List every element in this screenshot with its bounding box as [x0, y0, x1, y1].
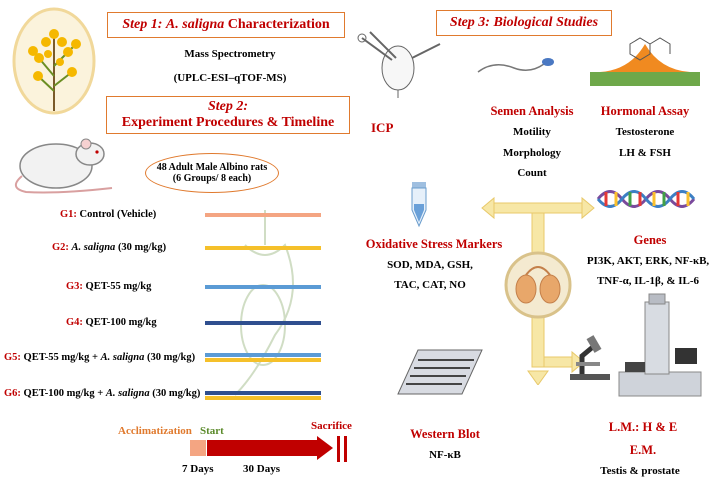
group-6-bar-qet	[205, 391, 321, 395]
rat-illustration	[8, 128, 118, 196]
hormone-illustration	[590, 34, 700, 86]
group-3-label: G3: QET-55 mg/kg	[66, 281, 152, 292]
acclimatization-bar	[190, 440, 206, 456]
step3-title: Step 3: Biological Studies	[449, 15, 599, 30]
dissection-illustration	[352, 28, 444, 98]
days-acclimatization: 7 Days	[182, 463, 214, 475]
rat-count: 48 Adult Male Albino rats	[156, 162, 268, 173]
western-blot-title: Western Blot	[410, 427, 480, 441]
oxidative-markers-line1: SOD, MDA, GSH,	[387, 259, 473, 271]
step3-title-box: Step 3: Biological Studies	[436, 10, 612, 36]
semen-item-morphology: Morphology	[502, 147, 562, 159]
group-1-bar	[205, 213, 321, 217]
hormonal-assay-title: Hormonal Assay	[600, 104, 690, 118]
group-2-bar	[205, 246, 321, 250]
tissues-label: Testis & prostate	[600, 465, 680, 477]
electron-microscope-illustration	[615, 292, 705, 400]
acclimatization-label: Acclimatization	[118, 425, 192, 437]
genes-line2: TNF-α, IL-1β, & IL-6	[596, 275, 700, 287]
group-4-bar	[205, 321, 321, 325]
hormonal-item-lh-fsh: LH & FSH	[619, 147, 671, 159]
rat-count-ellipse: 48 Adult Male Albino rats (6 Groups/ 8 e…	[145, 153, 279, 193]
semen-item-count: Count	[517, 167, 547, 179]
step1-species: A. saligna	[165, 17, 225, 32]
days-experiment: 30 Days	[243, 463, 280, 475]
group-4-label: G4: QET-100 mg/kg	[66, 317, 157, 328]
step1-prefix: Step 1:	[122, 17, 163, 32]
oxidative-markers-line2: TAC, CAT, NO	[394, 279, 466, 291]
microscope-illustration	[560, 332, 620, 382]
western-blot-illustration	[388, 346, 484, 398]
dna-illustration	[596, 184, 696, 214]
step1-method-detail: (UPLC-ESI–qTOF-MS)	[173, 72, 287, 84]
oxidative-stress-title: Oxidative Stress Markers	[365, 237, 503, 251]
group-5-label: G5: QET-55 mg/kg + A. saligna (30 mg/kg)	[4, 352, 196, 363]
step1-method: Mass Spectrometry	[184, 48, 276, 60]
sacrifice-label: Sacrifice	[311, 420, 352, 432]
step1-title-box: Step 1: A. saligna Characterization	[107, 12, 345, 38]
semen-item-motility: Motility	[513, 126, 551, 138]
semen-analysis-title: Semen Analysis	[490, 104, 574, 118]
group-6-label: G6: QET-100 mg/kg + A. saligna (30 mg/kg…	[4, 388, 201, 399]
em-label: E.M.	[629, 443, 657, 457]
acacia-plant-illustration	[8, 6, 100, 116]
test-tube-illustration	[404, 180, 434, 228]
genes-line1: PI3K, AKT, ERK, NF-κB,	[586, 255, 710, 267]
step2-label: Step 2:	[207, 99, 249, 114]
genes-title: Genes	[633, 233, 667, 247]
hormonal-item-testosterone: Testosterone	[615, 126, 675, 138]
icp-label: ICP	[371, 120, 394, 135]
rat-groups: (6 Groups/ 8 each)	[172, 173, 252, 184]
gavage-illustration	[205, 205, 325, 400]
group-1-label: G1: Control (Vehicle)	[60, 209, 157, 220]
start-label: Start	[200, 425, 224, 437]
western-blot-item: NF-κB	[429, 449, 461, 461]
step1-suffix: Characterization	[227, 17, 330, 32]
group-5-bar-saligna	[205, 358, 321, 362]
sperm-illustration	[474, 50, 558, 80]
step2-title: Experiment Procedures & Timeline	[121, 115, 335, 130]
lm-label: L.M.: H & E	[608, 420, 678, 434]
timeline-arrow	[207, 436, 349, 462]
group-6-bar-saligna	[205, 396, 321, 400]
step2-title-box: Step 2: Experiment Procedures & Timeline	[106, 96, 350, 134]
group-2-label: G2: A. saligna (30 mg/kg)	[52, 242, 167, 253]
group-3-bar	[205, 285, 321, 289]
group-5-bar-qet	[205, 353, 321, 357]
